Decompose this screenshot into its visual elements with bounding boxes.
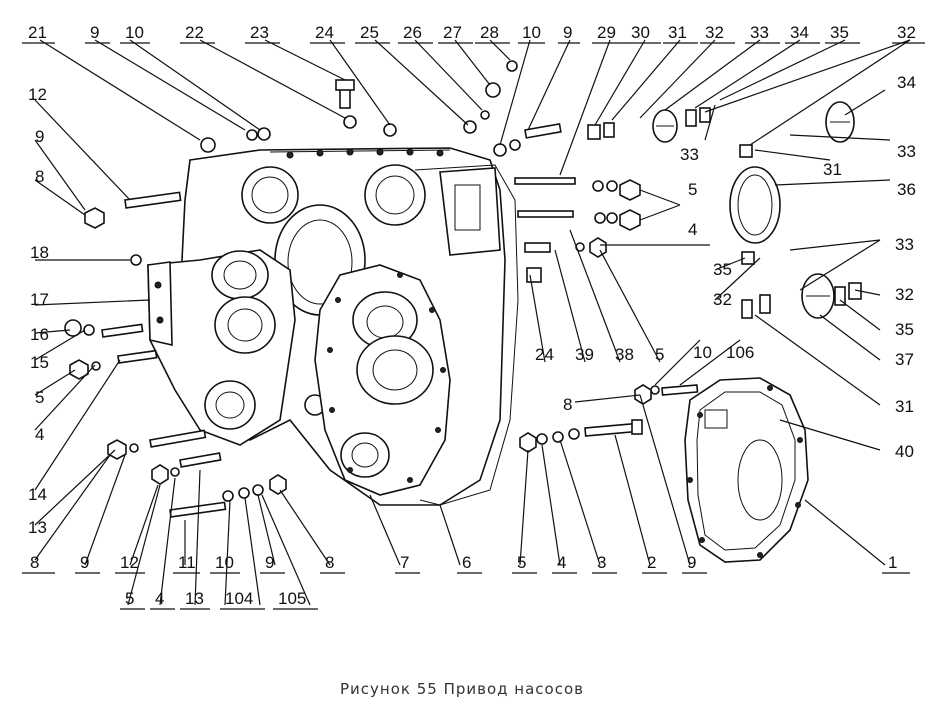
label-29: 29 [597, 23, 616, 42]
label-6: 6 [462, 553, 471, 572]
label-36: 36 [897, 180, 916, 199]
label-31: 31 [668, 23, 687, 42]
callout-labels: 21 9 10 22 23 24 25 26 27 28 10 9 29 30 … [28, 23, 916, 608]
label-10-d: 10 [215, 553, 234, 572]
label-105: 105 [278, 589, 306, 608]
label-33: 33 [750, 23, 769, 42]
figure-caption: Рисунок 55 Привод насосов [340, 680, 584, 698]
label-10-b: 10 [522, 23, 541, 42]
label-24: 24 [315, 23, 334, 42]
label-11: 11 [178, 553, 196, 572]
front-housing [314, 264, 451, 496]
intermediate-body [147, 249, 326, 446]
label-21: 21 [28, 23, 47, 42]
label-5-e: 5 [517, 553, 526, 572]
label-4-b: 4 [35, 425, 44, 444]
label-23: 23 [250, 23, 269, 42]
label-9-c: 9 [35, 127, 44, 146]
label-31-b: 31 [823, 160, 842, 179]
label-1: 1 [888, 553, 897, 572]
label-33-c: 33 [680, 145, 699, 164]
label-25: 25 [360, 23, 379, 42]
label-35: 35 [830, 23, 849, 42]
label-27: 27 [443, 23, 462, 42]
label-32-c: 32 [713, 290, 732, 309]
label-4-d: 4 [557, 553, 566, 572]
label-4: 4 [688, 220, 697, 239]
label-5-b: 5 [35, 388, 44, 407]
label-5: 5 [688, 180, 697, 199]
label-16: 16 [30, 325, 49, 344]
label-9-d: 9 [80, 553, 89, 572]
label-34-b: 34 [897, 73, 916, 92]
clamp-band-36 [729, 166, 781, 244]
label-32-d: 32 [895, 285, 914, 304]
label-10-c: 10 [693, 343, 712, 362]
gasket [414, 164, 519, 506]
label-13: 13 [28, 518, 47, 537]
label-32: 32 [705, 23, 724, 42]
label-8-b: 8 [30, 553, 39, 572]
label-39: 39 [575, 345, 594, 364]
label-33-d: 33 [895, 235, 914, 254]
label-104: 104 [225, 589, 253, 608]
label-3: 3 [597, 553, 606, 572]
label-9-e: 9 [265, 553, 274, 572]
label-14: 14 [28, 485, 47, 504]
label-9-f: 9 [687, 553, 696, 572]
label-12: 12 [28, 85, 47, 104]
label-10: 10 [125, 23, 144, 42]
label-32-b: 32 [897, 23, 916, 42]
label-33-b: 33 [897, 142, 916, 161]
label-34: 34 [790, 23, 809, 42]
rear-cover [684, 377, 809, 563]
label-5-d: 5 [125, 589, 134, 608]
label-8-c: 8 [563, 395, 572, 414]
label-13-b: 13 [185, 589, 204, 608]
label-15: 15 [30, 353, 49, 372]
label-9-b: 9 [563, 23, 572, 42]
label-17: 17 [30, 290, 49, 309]
label-30: 30 [631, 23, 650, 42]
clamp-34 [825, 101, 855, 143]
label-35-c: 35 [895, 320, 914, 339]
label-8: 8 [35, 167, 44, 186]
label-22: 22 [185, 23, 204, 42]
label-38: 38 [615, 345, 634, 364]
label-2: 2 [647, 553, 656, 572]
label-40: 40 [895, 442, 914, 461]
label-7: 7 [400, 553, 409, 572]
clamp-34-top [652, 109, 678, 143]
fasteners [64, 60, 862, 518]
leader-lines [34, 39, 911, 606]
label-8-d: 8 [325, 553, 334, 572]
label-9: 9 [90, 23, 99, 42]
label-37: 37 [895, 350, 914, 369]
label-26: 26 [403, 23, 422, 42]
label-underlines [22, 42, 925, 610]
label-5-c: 5 [655, 345, 664, 364]
label-4-c: 4 [155, 589, 164, 608]
label-106: 106 [726, 343, 754, 362]
label-28: 28 [480, 23, 499, 42]
label-24-b: 24 [535, 345, 554, 364]
label-12-b: 12 [120, 553, 139, 572]
label-18: 18 [30, 243, 49, 262]
label-35-b: 35 [713, 260, 732, 279]
label-31-c: 31 [895, 397, 914, 416]
clamp-37 [801, 273, 835, 319]
